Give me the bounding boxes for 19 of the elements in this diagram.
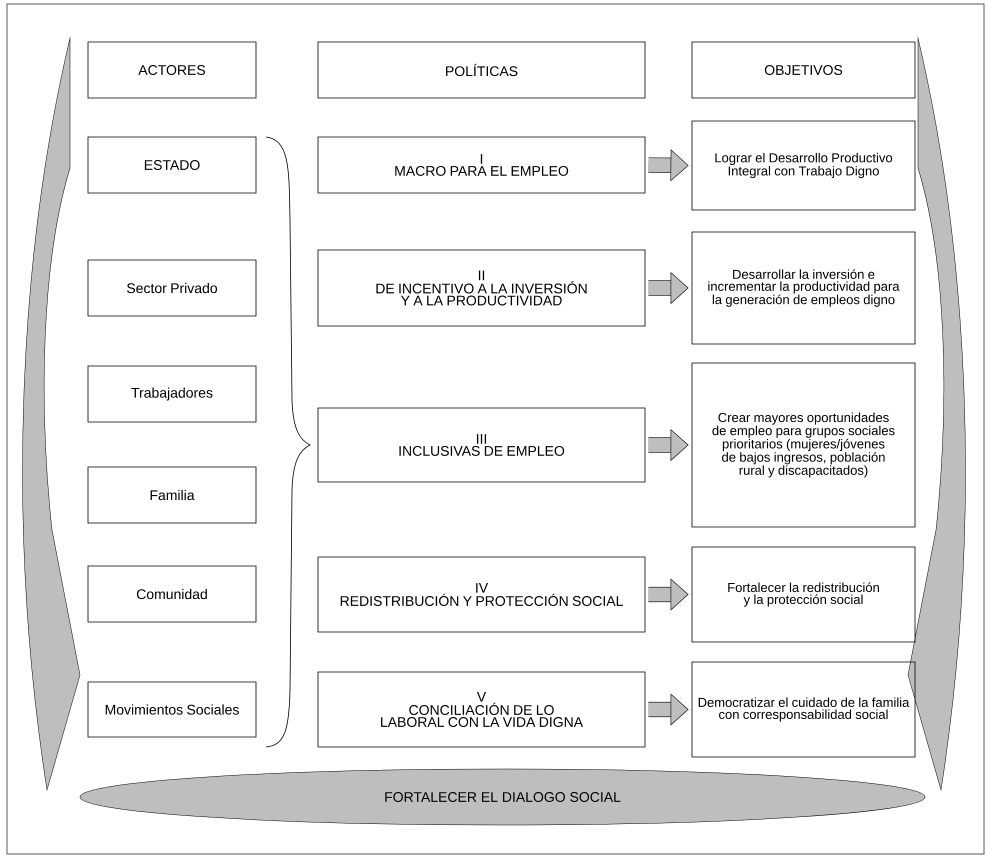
policy-box: II DE INCENTIVO A LA INVERSIÓN Y A LA PRODUCTIVIDAD — [318, 250, 646, 326]
actor-box: Movimientos Sociales — [88, 682, 256, 738]
actor-box: Sector Privado — [88, 260, 256, 316]
objective-box: Democratizar el cuidado de la familia con corresponsabilidad social — [692, 662, 916, 758]
policy-box: V CONCILIACIÓN DE LO LABORAL CON LA VIDA DIGNA — [318, 672, 646, 748]
actor-box: Familia — [88, 466, 256, 524]
actor-box: Trabajadores — [88, 366, 256, 422]
policy-box: I MACRO PARA EL EMPLEO — [318, 136, 646, 194]
objective-box: Fortalecer la redistribución y la protección social — [692, 546, 916, 642]
policy-box: IV REDISTRIBUCIÓN Y PROTECCIÓN SOCIAL — [318, 556, 646, 632]
policy-box: III INCLUSIVAS DE EMPLEO — [318, 408, 646, 482]
column-header-box: OBJETIVOS — [692, 42, 916, 98]
column-header-box: ACTORES — [88, 42, 256, 98]
objective-box: Crear mayores oportunidades de empleo para grupos sociales prioritarios (mujeres/jóvenes de bajos ingresos, población rural y discapacitados) — [692, 362, 916, 528]
objective-box: Lograr el Desarrollo Productivo Integral con Trabajo Digno — [692, 120, 916, 210]
actor-box: ESTADO — [88, 136, 256, 194]
actor-box: Comunidad — [88, 566, 256, 622]
column-header-box: POLÍTICAS — [318, 42, 646, 98]
objective-box: Desarrollar la inversión e incrementar la productividad para la generación de empleos digno — [692, 232, 916, 344]
